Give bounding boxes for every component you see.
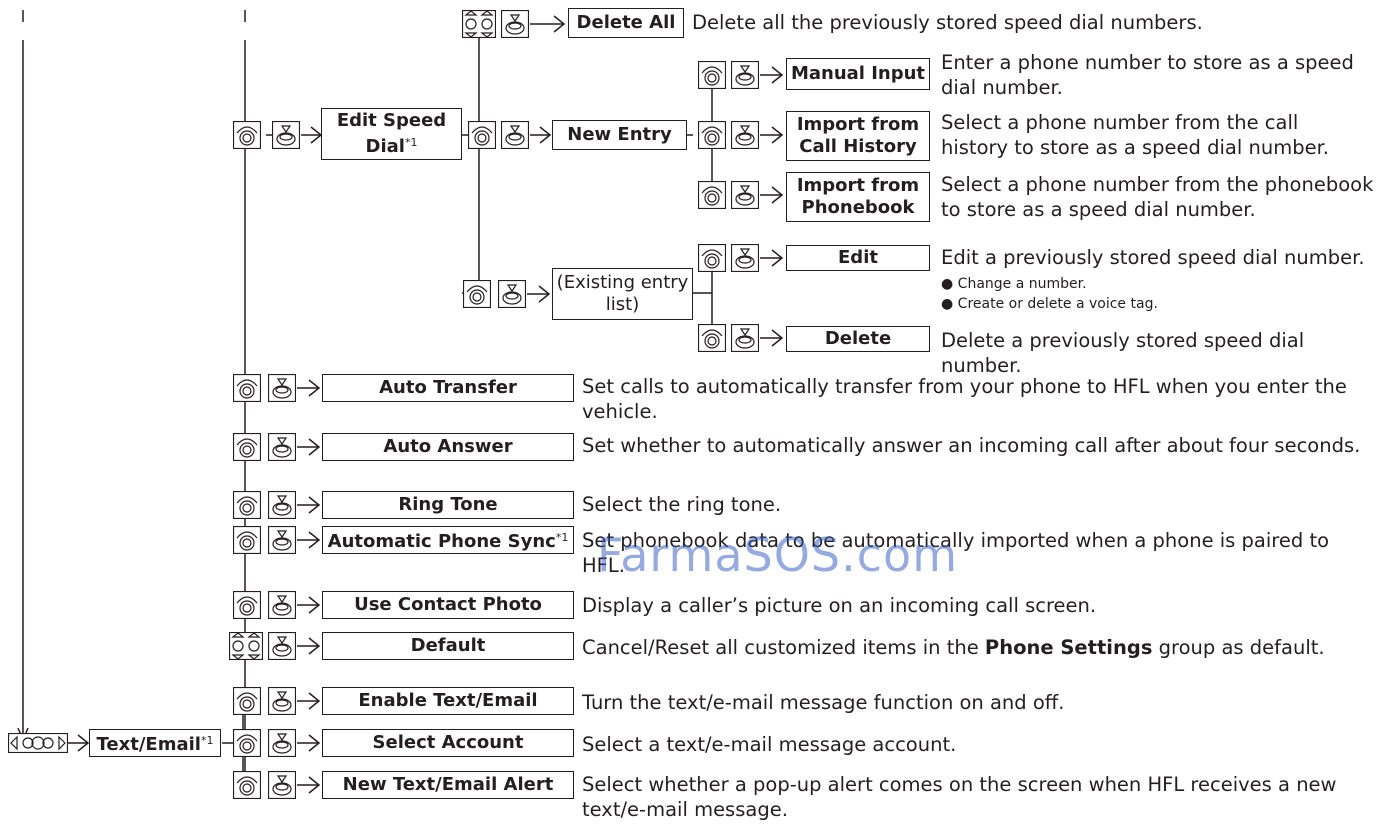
rotate-knob-icon <box>233 121 261 149</box>
ring-tone-box[interactable]: Ring Tone <box>322 491 574 519</box>
arrow-right-icon <box>760 126 784 144</box>
press-knob-icon <box>268 491 296 519</box>
edit-bullet-2: ● Create or delete a voice tag. <box>941 296 1158 312</box>
press-knob-icon <box>268 526 296 554</box>
arrow-right-icon <box>297 734 321 752</box>
arrow-right-icon <box>760 249 784 267</box>
automatic-phone-sync-box[interactable]: Automatic Phone Sync*1 <box>322 526 574 554</box>
new-text-email-alert-box[interactable]: New Text/Email Alert <box>322 771 574 799</box>
edit-bullet-1: ● Change a number. <box>941 276 1087 292</box>
existing-entry-list-box[interactable]: (Existing entry list) <box>552 268 693 320</box>
arrow-right-icon <box>297 692 321 710</box>
default-description: Cancel/Reset all customized items in the… <box>582 636 1325 659</box>
press-knob-icon <box>731 244 759 272</box>
arrow-right-icon <box>297 637 321 655</box>
arrow-right-icon <box>297 776 321 794</box>
text-email-box[interactable]: Text/Email*1 <box>89 729 221 757</box>
rotate-knob-icon <box>698 121 726 149</box>
edit-speed-dial-label: Edit Speed Dial <box>336 110 447 157</box>
arrow-right-icon <box>68 734 90 752</box>
press-knob-icon <box>731 181 759 209</box>
manual-input-description: Enter a phone number to store as a speed… <box>941 51 1354 99</box>
press-knob-icon <box>268 632 296 660</box>
press-knob-icon <box>731 61 759 89</box>
press-knob-icon <box>268 729 296 757</box>
edit-speed-dial-box[interactable]: Edit Speed Dial*1 <box>321 108 462 160</box>
select-account-box[interactable]: Select Account <box>322 729 574 757</box>
press-knob-icon <box>268 591 296 619</box>
press-knob-icon <box>272 121 300 149</box>
press-knob-icon <box>501 121 529 149</box>
manual-input-box[interactable]: Manual Input <box>786 58 930 90</box>
rotate-knob-icon <box>698 244 726 272</box>
use-contact-photo-description: Display a caller’s picture on an incomin… <box>582 594 1097 617</box>
rotate-knob-icon <box>233 526 261 554</box>
enable-text-email-description: Turn the text/e-mail message function on… <box>582 691 1065 714</box>
import-phonebook-description: Select a phone number from the phonebook… <box>941 173 1374 221</box>
delete-description: Delete a previously stored speed dial nu… <box>941 329 1305 377</box>
import-call-history-description: Select a phone number from the call hist… <box>941 111 1330 159</box>
arrow-right-icon <box>760 186 784 204</box>
ring-tone-description: Select the ring tone. <box>582 493 782 516</box>
move-knob-icon <box>229 632 263 660</box>
arrow-right-icon <box>530 126 552 144</box>
delete-all-box[interactable]: Delete All <box>568 8 684 38</box>
auto-answer-description: Set whether to automatically answer an i… <box>582 434 1361 457</box>
automatic-phone-sync-label: Automatic Phone Sync <box>327 531 556 552</box>
arrow-right-icon <box>530 15 566 33</box>
press-knob-icon <box>268 687 296 715</box>
press-knob-icon <box>501 10 529 38</box>
text-email-label: Text/Email <box>96 734 201 755</box>
arrow-right-icon <box>297 596 321 614</box>
footnote-mark: *1 <box>404 136 418 149</box>
automatic-phone-sync-description: Set phonebook data to be automatically i… <box>582 529 1330 577</box>
new-entry-box[interactable]: New Entry <box>552 120 687 150</box>
import-phonebook-box[interactable]: Import from Phonebook <box>786 172 930 222</box>
rotate-knob-icon <box>233 374 261 402</box>
arrow-right-icon <box>301 126 323 144</box>
arrow-right-icon <box>297 531 321 549</box>
arrow-right-icon <box>297 496 321 514</box>
press-knob-icon <box>268 771 296 799</box>
enable-text-email-box[interactable]: Enable Text/Email <box>322 687 574 715</box>
edit-description: Edit a previously stored speed dial numb… <box>941 246 1365 269</box>
default-box[interactable]: Default <box>322 632 574 660</box>
footnote-mark: *1 <box>200 734 214 747</box>
rotate-knob-icon <box>233 433 261 461</box>
press-knob-icon <box>268 433 296 461</box>
delete-all-description: Delete all the previously stored speed d… <box>692 11 1203 34</box>
arrow-right-icon <box>297 438 321 456</box>
rotate-knob-icon <box>233 771 261 799</box>
auto-transfer-description: Set calls to automatically transfer from… <box>582 375 1347 423</box>
press-knob-icon <box>498 280 526 308</box>
press-knob-icon <box>731 324 759 352</box>
press-knob-icon <box>731 121 759 149</box>
auto-answer-box[interactable]: Auto Answer <box>322 433 574 461</box>
rotate-knob-icon <box>698 324 726 352</box>
arrow-right-icon <box>760 329 784 347</box>
slide-knob-icon <box>8 733 68 753</box>
arrow-right-icon <box>527 285 551 303</box>
import-call-history-box[interactable]: Import from Call History <box>786 111 930 161</box>
use-contact-photo-box[interactable]: Use Contact Photo <box>322 591 574 619</box>
rotate-knob-icon <box>233 729 261 757</box>
arrow-right-icon <box>297 379 321 397</box>
rotate-knob-icon <box>233 591 261 619</box>
delete-box[interactable]: Delete <box>786 326 930 352</box>
rotate-knob-icon <box>468 121 496 149</box>
auto-transfer-box[interactable]: Auto Transfer <box>322 374 574 402</box>
rotate-knob-icon <box>698 181 726 209</box>
rotate-knob-icon <box>233 687 261 715</box>
rotate-knob-icon <box>233 491 261 519</box>
rotate-knob-icon <box>698 61 726 89</box>
new-text-email-alert-description: Select whether a pop-up alert comes on t… <box>582 773 1337 821</box>
rotate-knob-icon <box>463 280 491 308</box>
edit-box[interactable]: Edit <box>786 245 930 271</box>
press-knob-icon <box>268 374 296 402</box>
footnote-mark: *1 <box>555 531 569 544</box>
arrow-right-icon <box>760 66 784 84</box>
select-account-description: Select a text/e-mail message account. <box>582 733 957 756</box>
move-knob-icon <box>462 10 496 38</box>
